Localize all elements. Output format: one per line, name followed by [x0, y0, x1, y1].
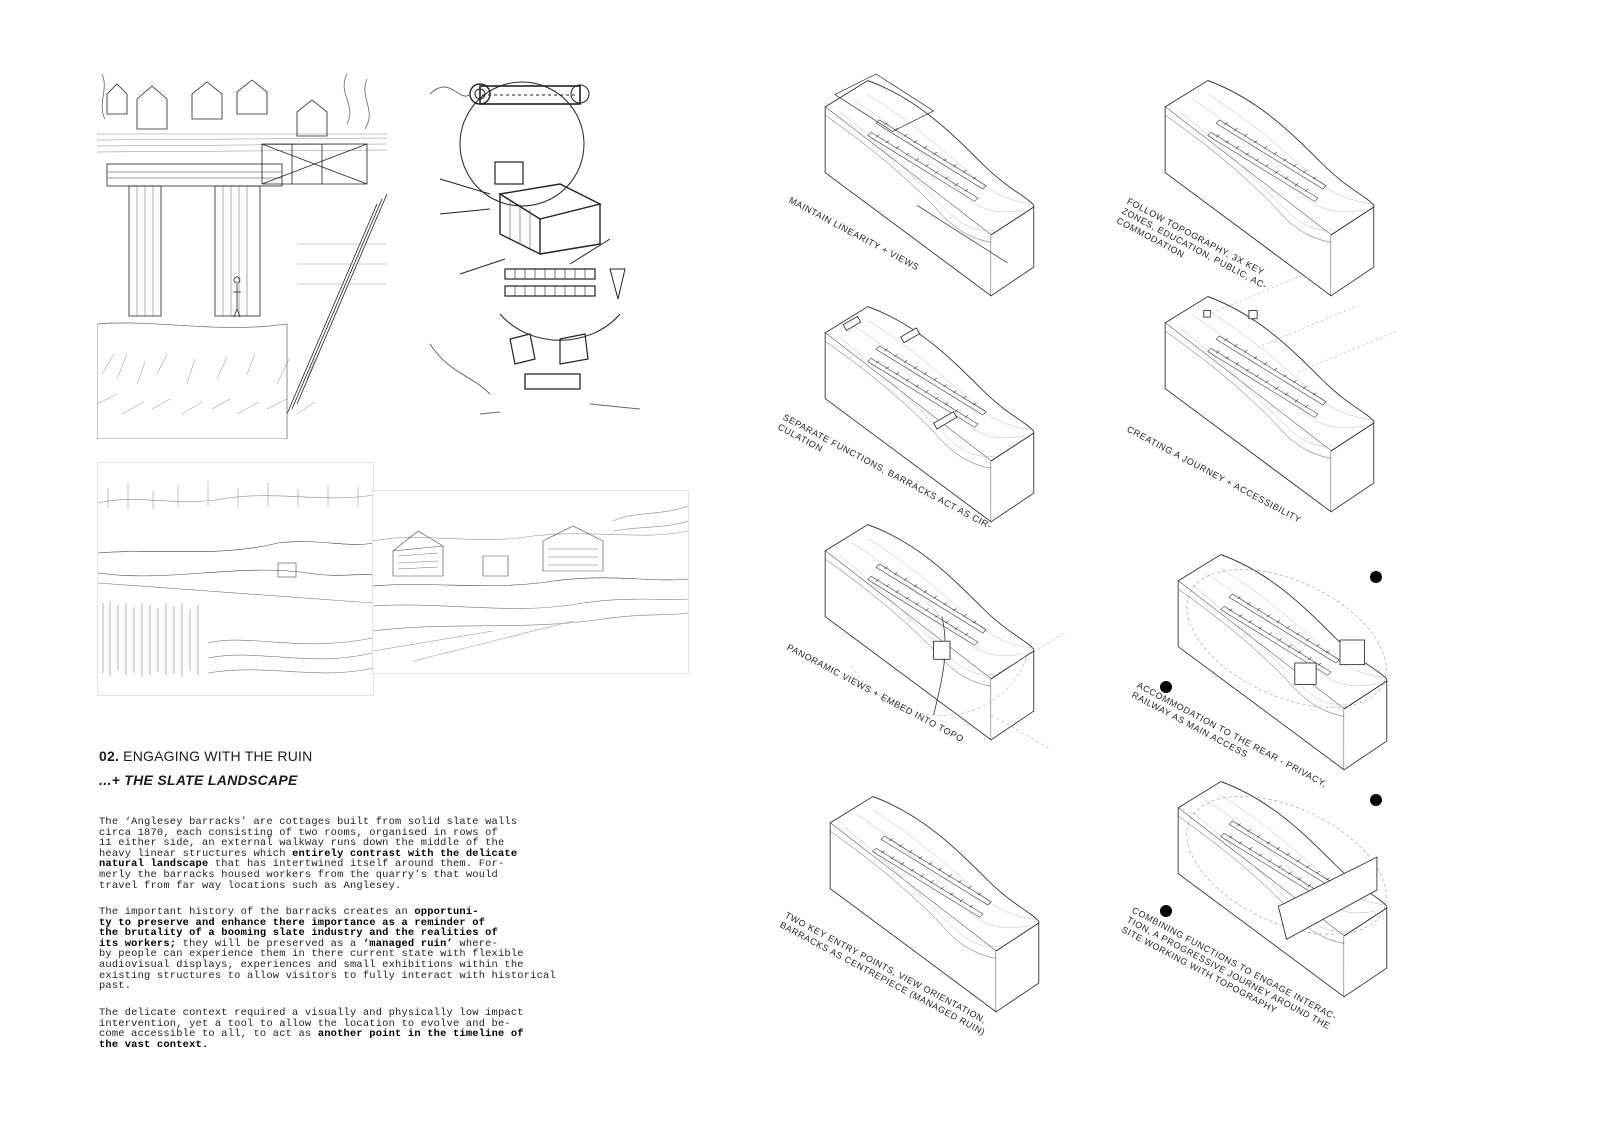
- emphasis-text: another point in the timeline of: [317, 1028, 524, 1041]
- entry-point-marker: [1370, 794, 1382, 806]
- text-run: merly the barracks housed workers from t…: [99, 868, 498, 881]
- diagram-accommodation-rear: [1143, 548, 1463, 778]
- text-run: The ‘Anglesey barracks’ are cottages bui…: [99, 816, 518, 828]
- emphasis-text: the vast context.: [99, 1038, 209, 1051]
- diagram-panoramic-views: [790, 518, 1110, 749]
- text-line: ty to preserve and enhance there importa…: [99, 916, 494, 929]
- text-run: The important history of the barracks cr…: [99, 906, 415, 918]
- text-run: audiovisual displays, experiences and sm…: [99, 958, 524, 971]
- text-run: come accessible to all, to act as: [99, 1028, 318, 1041]
- landscape-sketch-right: [372, 490, 689, 674]
- emphasis-text: the brutality of a booming slate industr…: [99, 927, 498, 940]
- emphasis-text: entirely contrast with the delicate: [292, 847, 518, 860]
- emphasis-text: ‘managed ruin’: [362, 937, 453, 950]
- section-number: 02.: [99, 748, 120, 764]
- text-line: by people can experience them in there c…: [99, 949, 524, 960]
- text-line: its workers; they will be preserved as a…: [99, 937, 498, 950]
- body-paragraph-3: The delicate context required a visually…: [99, 1008, 524, 1051]
- landscape-sketch-left: [97, 462, 374, 696]
- text-line: The ‘Anglesey barracks’ are cottages bui…: [99, 817, 517, 828]
- text-run: circa 1870, each consisting of two rooms…: [99, 826, 498, 839]
- text-run: past.: [99, 980, 132, 993]
- body-paragraph-2: The important history of the barracks cr…: [99, 907, 556, 992]
- text-line: the vast context.: [99, 1038, 494, 1051]
- text-line: heavy linear structures which entirely c…: [99, 847, 517, 860]
- text-line: 11 either side, an external walkway runs…: [99, 838, 504, 849]
- text-line: circa 1870, each consisting of two rooms…: [99, 827, 498, 839]
- text-line: natural landscape that has intertwined i…: [99, 858, 504, 871]
- diagram-separate-functions: [790, 300, 1110, 530]
- text-run: travel from far way locations such as An…: [99, 879, 402, 892]
- text-run: by people can experience them in there c…: [99, 948, 524, 961]
- entry-point-marker: [1370, 571, 1382, 583]
- text-run: 11 either side, an external walkway runs…: [99, 837, 505, 850]
- section-subheading: ...+ THE SLATE LANDSCAPE: [99, 772, 298, 788]
- text-line: The delicate context required a visually…: [99, 1008, 524, 1019]
- diagram-creating-journey: [1130, 273, 1450, 520]
- body-paragraph-1: The ‘Anglesey barracks’ are cottages bui…: [99, 817, 517, 892]
- text-line: audiovisual displays, experiences and sm…: [99, 960, 524, 971]
- text-run: heavy linear structures which: [99, 847, 293, 860]
- text-line: existing structures to allow visitors to…: [99, 970, 556, 982]
- text-line: The important history of the barracks cr…: [99, 907, 494, 918]
- site-plan-concept-sketch: [410, 74, 670, 439]
- text-run: where-: [452, 937, 499, 950]
- emphasis-text: opportuni-: [414, 906, 479, 918]
- text-run: existing structures to allow visitors to…: [99, 969, 556, 982]
- text-run: intervention, yet a tool to allow the lo…: [99, 1017, 511, 1030]
- quarry-structure-sketch: [97, 74, 387, 439]
- text-line: the brutality of a booming slate industr…: [99, 928, 498, 939]
- section-title: ENGAGING WITH THE RUIN: [123, 748, 313, 764]
- text-run: that has intertwined itself around them.…: [208, 858, 505, 871]
- entry-point-marker: [1160, 681, 1172, 693]
- emphasis-text: natural landscape: [99, 858, 209, 871]
- text-line: merly the barracks housed workers from t…: [99, 870, 498, 881]
- text-run: they will be preserved as a: [176, 937, 363, 950]
- text-line: intervention, yet a tool to allow the lo…: [99, 1018, 511, 1030]
- diagram-maintain-linearity: [790, 73, 1110, 304]
- entry-point-marker: [1160, 905, 1172, 917]
- text-line: travel from far way locations such as An…: [99, 879, 494, 892]
- text-line: come accessible to all, to act as anothe…: [99, 1028, 524, 1041]
- emphasis-text: ty to preserve and enhance there importa…: [99, 916, 486, 929]
- section-heading: 02. ENGAGING WITH THE RUIN: [99, 748, 312, 764]
- diagram-combining-functions: [1143, 775, 1463, 1005]
- diagram-two-entry-points: [795, 790, 1115, 1020]
- emphasis-text: its workers;: [99, 937, 177, 950]
- diagram-follow-topography: [1130, 74, 1450, 304]
- text-run: The delicate context required a visually…: [99, 1007, 524, 1019]
- text-line: past.: [99, 981, 494, 992]
